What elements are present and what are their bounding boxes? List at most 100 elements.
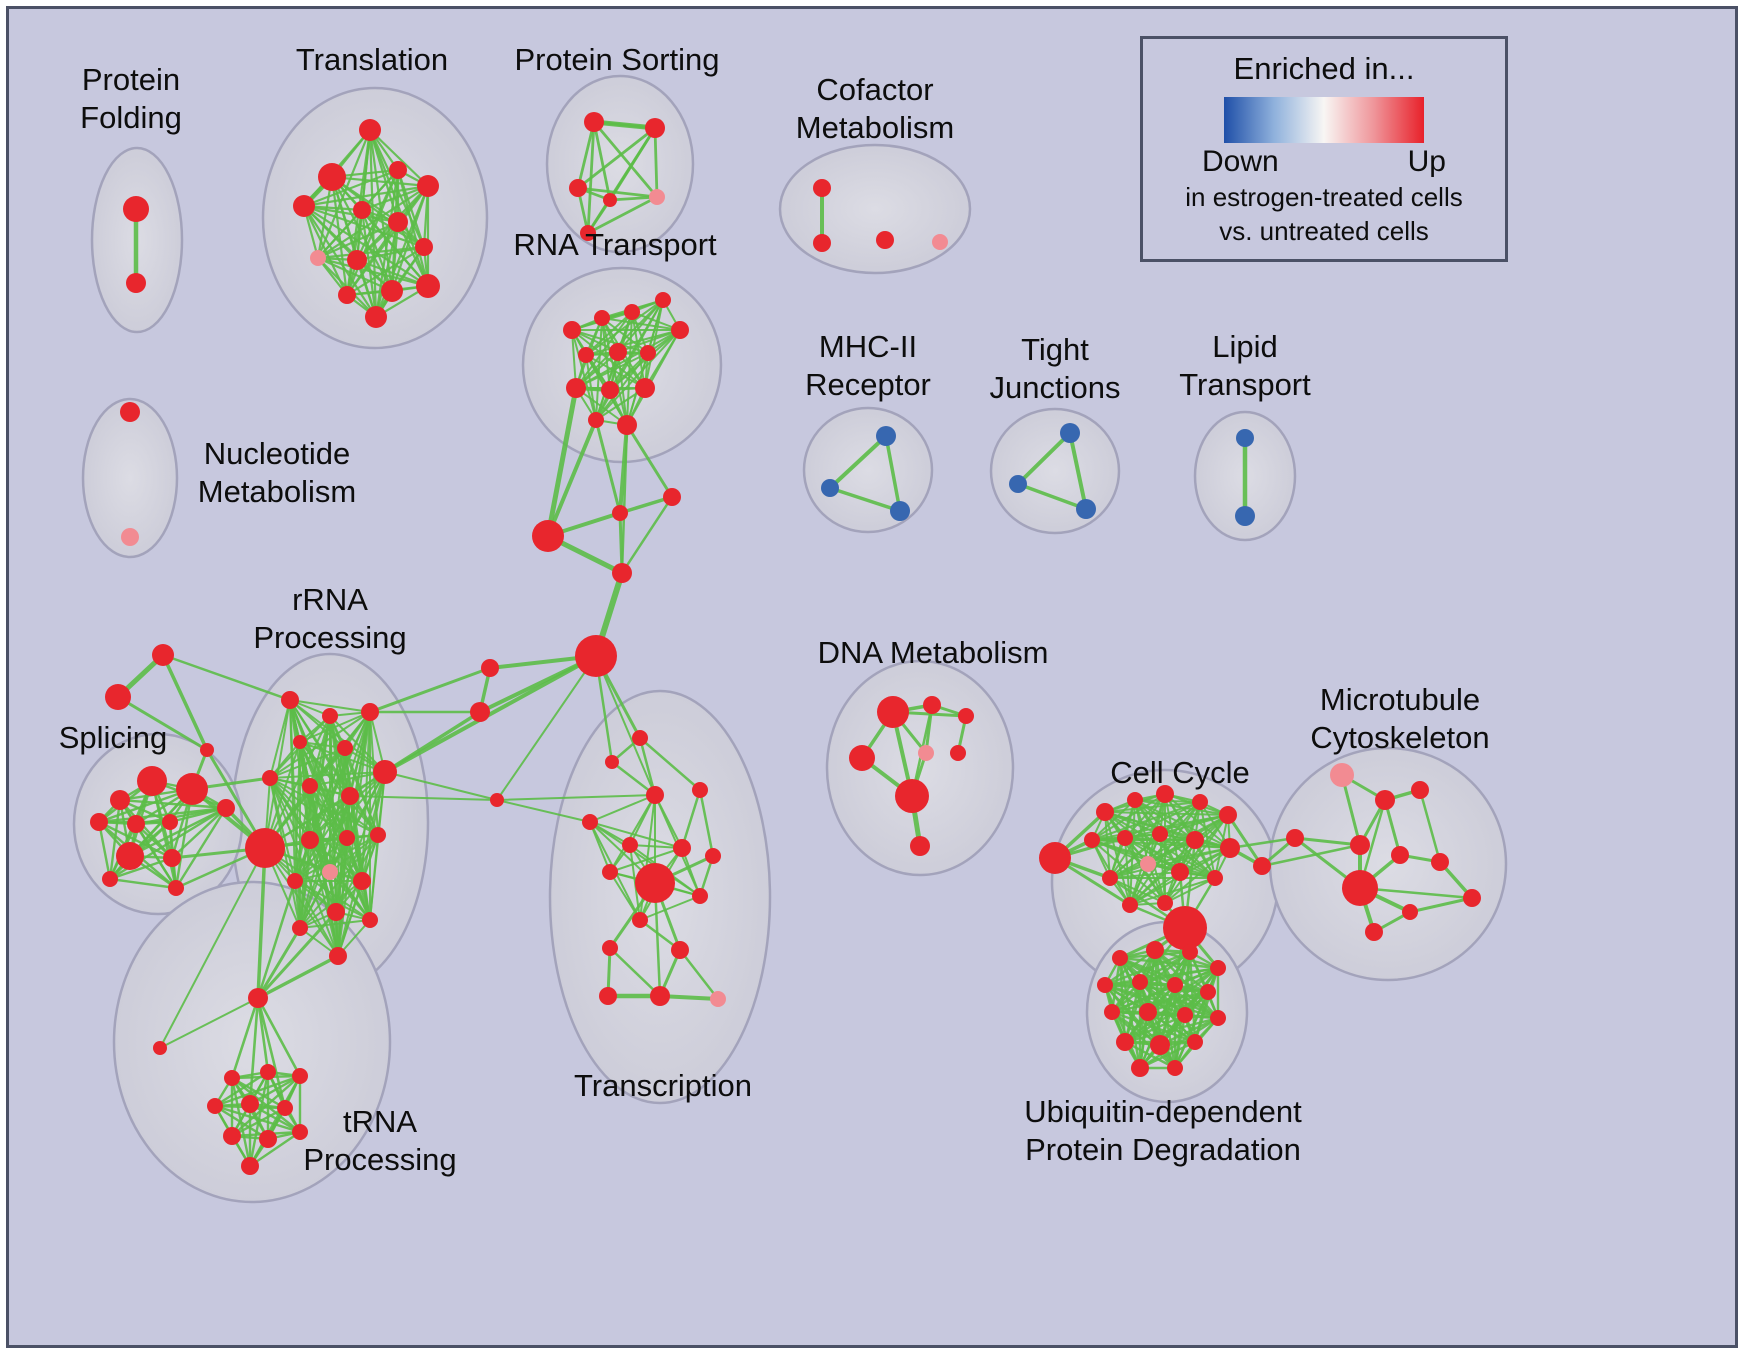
edge-rr15-tn1 — [256, 879, 297, 1000]
edge-tc4-tc7 — [680, 788, 702, 850]
node-dm5 — [918, 745, 934, 761]
edge-rr5-rr10 — [264, 747, 346, 849]
edge-tn5-tn7 — [248, 1074, 302, 1106]
edge-hub1-rr6 — [383, 654, 598, 774]
edge-mt9-mt10 — [1408, 896, 1474, 914]
edge-tc14-tc17 — [678, 948, 720, 1001]
node-tr8 — [310, 250, 326, 266]
node-fr1 — [152, 644, 174, 666]
node-sp3 — [110, 790, 130, 810]
node-tn9 — [223, 1127, 241, 1145]
edge-ps5-ps6 — [586, 195, 659, 235]
node-rt11 — [635, 378, 655, 398]
edge-cc6-cc17 — [1164, 814, 1229, 904]
node-ps3 — [569, 179, 587, 197]
node-rr18 — [292, 920, 308, 936]
edge-rr13-rr14 — [329, 834, 379, 873]
node-tr6 — [353, 201, 371, 219]
node-tn4 — [260, 1064, 276, 1080]
node-tr13 — [416, 274, 440, 298]
edge-rr9-rr11 — [309, 795, 351, 841]
node-sp1 — [137, 766, 167, 796]
edge-rt9-ch3 — [545, 385, 579, 539]
edge-ps1-ps2 — [591, 119, 658, 131]
cluster-label-dna-metabolism: DNA Metabolism — [818, 635, 1049, 670]
edge-rt4-rt12 — [595, 299, 664, 421]
edge-rr7-rr16 — [269, 777, 363, 882]
edge-ub4-ub6 — [1138, 966, 1220, 984]
edge-tr3-tr7 — [302, 204, 400, 224]
edge-sp10-sp11 — [108, 877, 178, 890]
node-tc15 — [599, 987, 617, 1005]
node-rt9 — [566, 378, 586, 398]
node-ub11 — [1177, 1007, 1193, 1023]
node-mt11 — [1365, 923, 1383, 941]
node-ps2 — [645, 118, 665, 138]
node-cc9 — [1152, 826, 1168, 842]
edge-fn3-hub1 — [496, 655, 597, 801]
edge-fr1-rr1 — [161, 653, 292, 702]
node-rr6 — [373, 760, 397, 784]
node-sp8 — [116, 842, 144, 870]
edge-tr8-tr10 — [316, 245, 426, 260]
node-rr3 — [361, 703, 379, 721]
node-tc5 — [582, 814, 598, 830]
edge-rr10-tn1 — [256, 846, 267, 1000]
edge-rr13-rr17 — [335, 834, 379, 913]
node-tc2 — [605, 755, 619, 769]
edge-ub8-ub13 — [1123, 990, 1210, 1044]
edge-tr1-tr5 — [368, 128, 430, 188]
edge-rr8-rr15 — [294, 785, 311, 882]
node-tc3 — [646, 786, 664, 804]
edge-ps3-ps5 — [576, 186, 659, 199]
node-rr8 — [302, 778, 318, 794]
edge-tr7-tr8 — [316, 220, 400, 260]
node-tr3 — [293, 195, 315, 217]
node-rr2 — [322, 708, 338, 724]
node-ub16 — [1131, 1059, 1149, 1077]
cluster-label-cell-cycle: Cell Cycle — [1110, 755, 1250, 790]
edge-cc9-cc13 — [1109, 833, 1161, 879]
node-tr14 — [365, 306, 387, 328]
edge-ub8-ub9 — [1110, 990, 1210, 1014]
cluster-ellipse-nucleotide-metabolism — [81, 397, 179, 559]
edge-cc4-cc7 — [1091, 793, 1166, 841]
legend-gradient-bar — [1224, 97, 1424, 143]
edge-cc11-cc13 — [1109, 847, 1231, 879]
node-tn5 — [292, 1068, 308, 1084]
edge-tc5-tc7 — [589, 821, 683, 849]
edge-cc6-bm1 — [1226, 813, 1264, 868]
edge-rt4-rt6 — [585, 299, 664, 356]
node-hub1 — [575, 635, 617, 677]
cluster-ellipse-tight-junctions — [989, 407, 1121, 535]
node-ch1 — [663, 488, 681, 506]
node-rt6 — [578, 347, 594, 363]
edge-tc7-tc10 — [609, 847, 683, 873]
edge-rr6-rr7 — [269, 771, 386, 779]
edge-tn4-tn6 — [213, 1070, 270, 1108]
node-ub9 — [1104, 1004, 1120, 1020]
edge-sp2-sp4 — [97, 787, 194, 824]
node-ub12 — [1210, 1010, 1226, 1026]
edge-ch1-ch2 — [618, 495, 674, 515]
edge-tr3-tr4 — [302, 168, 400, 208]
node-tc10 — [602, 864, 618, 880]
node-cc2 — [1096, 803, 1114, 821]
node-rr1 — [281, 691, 299, 709]
node-ps6 — [580, 225, 596, 241]
node-tn10 — [259, 1130, 277, 1148]
node-rr20 — [329, 947, 347, 965]
node-sp11 — [168, 880, 184, 896]
edge-rr5-rr7 — [269, 747, 346, 779]
edge-rr12-rr15 — [294, 837, 348, 882]
edge-tc1-tc3 — [638, 736, 657, 797]
edge-cc11-mt4 — [1228, 836, 1297, 850]
edge-mh1-mh2 — [828, 434, 888, 490]
node-tn2 — [153, 1041, 167, 1055]
edge-rr15-rr20 — [294, 880, 339, 957]
